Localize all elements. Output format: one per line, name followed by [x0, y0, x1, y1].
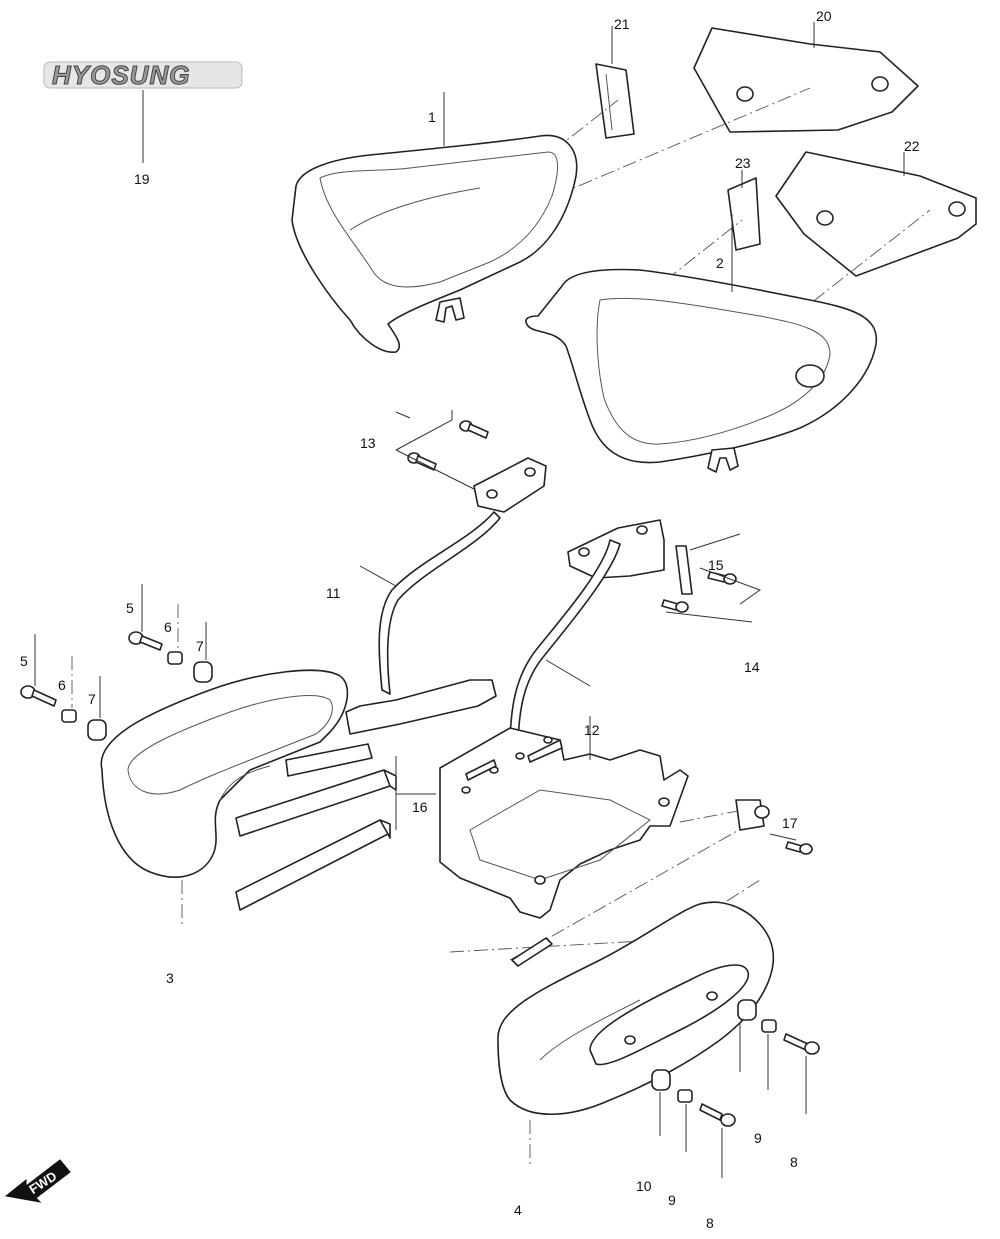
collar-6-upper	[167, 651, 183, 665]
cover-1-inner	[319, 151, 558, 288]
collar-6-lower	[61, 709, 77, 723]
bolt-5-upper	[128, 631, 163, 651]
stay-bracket-14	[509, 519, 665, 753]
callout-9-lower: 9	[668, 1192, 676, 1208]
callout-7-lower: 7	[88, 691, 96, 707]
callout-9-upper: 9	[754, 1130, 762, 1146]
leader-line	[545, 659, 591, 687]
pad-21-edge	[605, 73, 613, 131]
logo-text: HYOSUNG	[52, 60, 190, 90]
assembly-line	[679, 807, 755, 823]
callout-6-lower: 6	[58, 677, 66, 693]
cover-1-crease	[349, 187, 481, 231]
callout-19: 19	[134, 171, 150, 187]
callout-16: 16	[412, 799, 428, 815]
callout-8-upper: 8	[790, 1154, 798, 1170]
rubber-strip-16c	[285, 743, 373, 777]
cover-2-hole	[795, 364, 825, 388]
side-box-right-4	[497, 901, 775, 1115]
key-rod	[511, 937, 553, 967]
grommet-7-lower	[87, 719, 107, 741]
callout-14: 14	[744, 659, 760, 675]
bolt-5-lower	[20, 685, 57, 707]
callout-4: 4	[514, 1202, 522, 1218]
leader-line	[769, 833, 797, 841]
collar-9-upper	[761, 1019, 777, 1033]
callout-8-lower: 8	[706, 1215, 714, 1231]
bolt-13a	[459, 420, 489, 439]
callout-13: 13	[360, 435, 376, 451]
callout-5-lower: 5	[20, 653, 28, 669]
collar-9-lower	[677, 1089, 693, 1103]
side-cover-left-1	[291, 134, 578, 353]
plate-20-hole-right	[871, 76, 889, 92]
plate-22-hole-left	[816, 210, 834, 226]
bolt-15b	[661, 599, 689, 613]
plate-20-hole-left	[736, 86, 754, 102]
cover-2-inner	[596, 297, 831, 445]
hyosung-emblem: HYOSUNG	[43, 60, 243, 91]
plate-20	[693, 27, 919, 133]
callout-10: 10	[636, 1178, 652, 1194]
callout-22: 22	[904, 138, 920, 154]
grommet-7-upper	[193, 661, 213, 683]
screw-17	[785, 841, 813, 855]
callout-12: 12	[584, 722, 600, 738]
callout-17: 17	[782, 815, 798, 831]
callout-3: 3	[166, 970, 174, 986]
rubber-strip-16b	[235, 819, 391, 911]
carrier-frame-12	[439, 727, 689, 919]
side-cover-right-2	[525, 268, 878, 473]
pad-23	[727, 177, 761, 251]
latch-17	[735, 799, 770, 831]
cover-1-outline	[291, 134, 578, 353]
callout-15: 15	[708, 557, 724, 573]
cover-2-tab	[707, 447, 739, 473]
leader-line	[665, 533, 762, 623]
leader-line	[395, 756, 436, 830]
callout-20: 20	[816, 8, 832, 24]
cover-1-tab	[435, 297, 465, 323]
plate-22	[775, 151, 977, 277]
bolt-8-lower	[699, 1103, 736, 1127]
callout-6-upper: 6	[164, 619, 172, 635]
side-box-left-3	[100, 669, 349, 878]
callout-1: 1	[428, 109, 436, 125]
fwd-direction-arrow: FWD	[4, 1159, 71, 1203]
leader-line	[359, 565, 397, 587]
grommet-10-upper	[737, 999, 757, 1021]
stay-bracket-11	[345, 457, 547, 735]
callout-2: 2	[716, 255, 724, 271]
bolt-15a	[707, 571, 737, 585]
cover-2-outline	[525, 268, 878, 464]
pad-21	[595, 63, 635, 139]
callout-7-upper: 7	[196, 638, 204, 654]
callout-labels: 19 21 20 1 23 22 2 13 11 15 14 5 6 7 5 6…	[20, 8, 920, 1231]
callout-23: 23	[735, 155, 751, 171]
callout-5-upper: 5	[126, 600, 134, 616]
bolt-8-upper	[783, 1033, 820, 1055]
leader-line	[395, 410, 485, 495]
callout-11: 11	[326, 585, 341, 601]
grommet-10-lower	[651, 1069, 671, 1091]
slot-plate-15	[675, 545, 693, 595]
plate-22-hole-right	[948, 201, 966, 217]
callout-21: 21	[614, 16, 630, 32]
